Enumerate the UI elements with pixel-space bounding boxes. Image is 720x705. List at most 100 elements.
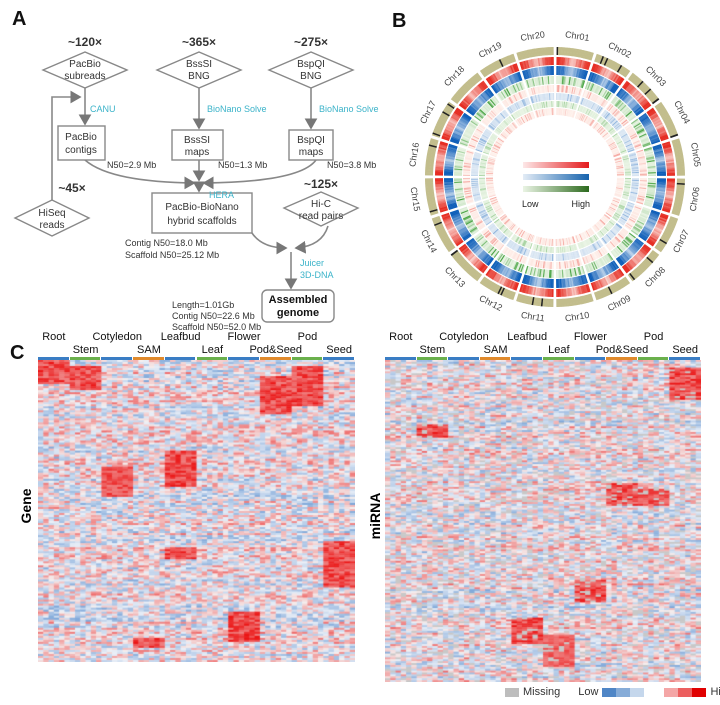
chromosome-label: Chr06 [688, 186, 702, 212]
coverage-label: ~125× [304, 177, 338, 191]
svg-text:Contig N50=18.0 Mb: Contig N50=18.0 Mb [125, 238, 208, 248]
svg-text:Hi-C: Hi-C [311, 199, 331, 210]
chromosome-chr19 [479, 53, 536, 127]
sample-label-leafbud: Leafbud [507, 331, 548, 343]
sample-group-bar [669, 357, 700, 360]
sample-label-flower: Flower [227, 331, 261, 343]
chromosome-chr10 [555, 236, 594, 307]
sample-label-sam: SAM [137, 344, 161, 356]
chromosome-chr14 [431, 196, 505, 253]
chromosome-chr08 [591, 214, 660, 282]
chromosome-chr11 [516, 236, 555, 307]
panel-a-label: A [12, 8, 27, 30]
chromosome-chr20 [516, 47, 555, 118]
chromosome-chr17 [431, 101, 505, 158]
svg-text:maps: maps [299, 147, 323, 158]
svg-text:BNG: BNG [188, 71, 210, 82]
chromosome-label: Chr14 [419, 228, 439, 254]
sample-label-leafbud: Leafbud [160, 331, 201, 343]
sample-label-leaf: Leaf [201, 344, 224, 356]
sample-group-bar [69, 357, 101, 360]
svg-text:Contig N50=22.6 Mb: Contig N50=22.6 Mb [172, 311, 255, 321]
sample-label-root: Root [389, 331, 413, 343]
chromosome-label: Chr04 [672, 99, 692, 125]
sample-label-sam: SAM [483, 344, 508, 356]
sample-label-stem: Stem [419, 344, 446, 356]
svg-text:3D-DNA: 3D-DNA [300, 270, 334, 280]
chromosome-chr05 [614, 138, 685, 177]
legend-high: High [710, 686, 720, 698]
gene-axis-label: Gene [18, 488, 34, 524]
sample-group-bar [164, 357, 196, 360]
sample-group-bar [416, 357, 448, 360]
svg-text:N50=1.3 Mb: N50=1.3 Mb [218, 160, 267, 170]
chromosome-label: Chr16 [407, 142, 421, 168]
sample-group-bar [101, 357, 133, 360]
chromosome-chr04 [605, 101, 679, 158]
svg-text:genome: genome [277, 307, 319, 319]
chromosome-label: Chr01 [564, 29, 590, 43]
sample-label-flower: Flower [573, 331, 607, 343]
chromosome-chr16 [425, 138, 496, 177]
chromosome-label: Chr18 [442, 64, 466, 88]
sample-group-bar [637, 357, 669, 360]
hiseq-reads-node [13, 199, 91, 237]
svg-text:HiSeq: HiSeq [38, 208, 65, 219]
hybrid-scaffolds-node [151, 192, 253, 234]
sample-group-bar [385, 357, 416, 360]
sample-label-cotyledon: Cotyledon [92, 331, 143, 343]
sample-label-seed: Seed [672, 344, 699, 356]
chromosome-label: Chr10 [564, 310, 590, 324]
sample-group-bar [574, 357, 606, 360]
svg-text:PacBio: PacBio [65, 132, 97, 143]
gene-expression-heatmap [38, 360, 355, 662]
chromosome-chr13 [450, 213, 518, 282]
chromosome-label: Chr03 [644, 64, 668, 88]
bsssi-bng-node [155, 51, 243, 89]
chromosome-chr15 [425, 177, 496, 216]
sample-group-bar [479, 357, 511, 360]
panel-c-label: C [10, 342, 25, 364]
svg-text:subreads: subreads [64, 71, 105, 82]
sample-label-seed: Seed [326, 344, 352, 356]
sample-label-stem: Stem [72, 344, 99, 356]
chromosome-label: Chr07 [671, 228, 691, 254]
sample-group-bar [38, 357, 69, 360]
sample-group-bar [228, 357, 259, 360]
svg-text:HERA: HERA [209, 190, 234, 200]
circos-legend-high: High [571, 199, 590, 209]
sample-label-pod: Pod [643, 331, 664, 343]
sample-group-bar [543, 357, 574, 360]
circos-legend-bar [523, 162, 589, 168]
pacbio-subreads-node [41, 51, 129, 89]
coverage-label: ~120× [68, 35, 102, 49]
svg-text:BssSI: BssSI [186, 59, 212, 70]
svg-text:PacBio: PacBio [69, 59, 101, 70]
chromosome-label: Chr12 [478, 293, 504, 313]
chromosome-chr06 [614, 177, 685, 216]
svg-text:CANU: CANU [90, 104, 116, 114]
svg-text:BioNano Solve: BioNano Solve [207, 104, 267, 114]
chromosome-label: Chr11 [520, 310, 545, 324]
panel-b-label: B [392, 10, 407, 32]
svg-text:hybrid scaffolds: hybrid scaffolds [167, 216, 236, 227]
chromosome-chr09 [574, 227, 631, 301]
svg-text:read pairs: read pairs [299, 211, 343, 222]
legend-missing: Missing [523, 686, 561, 698]
circos-plot: Chr01Chr02Chr03Chr04Chr05Chr06Chr07Chr08… [407, 29, 702, 324]
heatmap-legend: Missing Low High [505, 686, 720, 698]
svg-text:~45×: ~45× [58, 181, 85, 195]
svg-text:BspQI: BspQI [297, 135, 325, 146]
mirna-axis-label: miRNA [367, 492, 383, 540]
svg-text:BioNano Solve: BioNano Solve [319, 104, 379, 114]
svg-text:Scaffold N50=25.12 Mb: Scaffold N50=25.12 Mb [125, 250, 219, 260]
chromosome-chr12 [479, 227, 536, 301]
svg-text:Scaffold N50=52.0 Mb: Scaffold N50=52.0 Mb [172, 322, 261, 332]
svg-text:PacBio-BioNano: PacBio-BioNano [165, 202, 239, 213]
svg-text:BssSI: BssSI [184, 135, 210, 146]
svg-text:maps: maps [185, 147, 209, 158]
assembled-genome-node [261, 289, 335, 323]
chromosome-label: Chr09 [606, 293, 632, 313]
